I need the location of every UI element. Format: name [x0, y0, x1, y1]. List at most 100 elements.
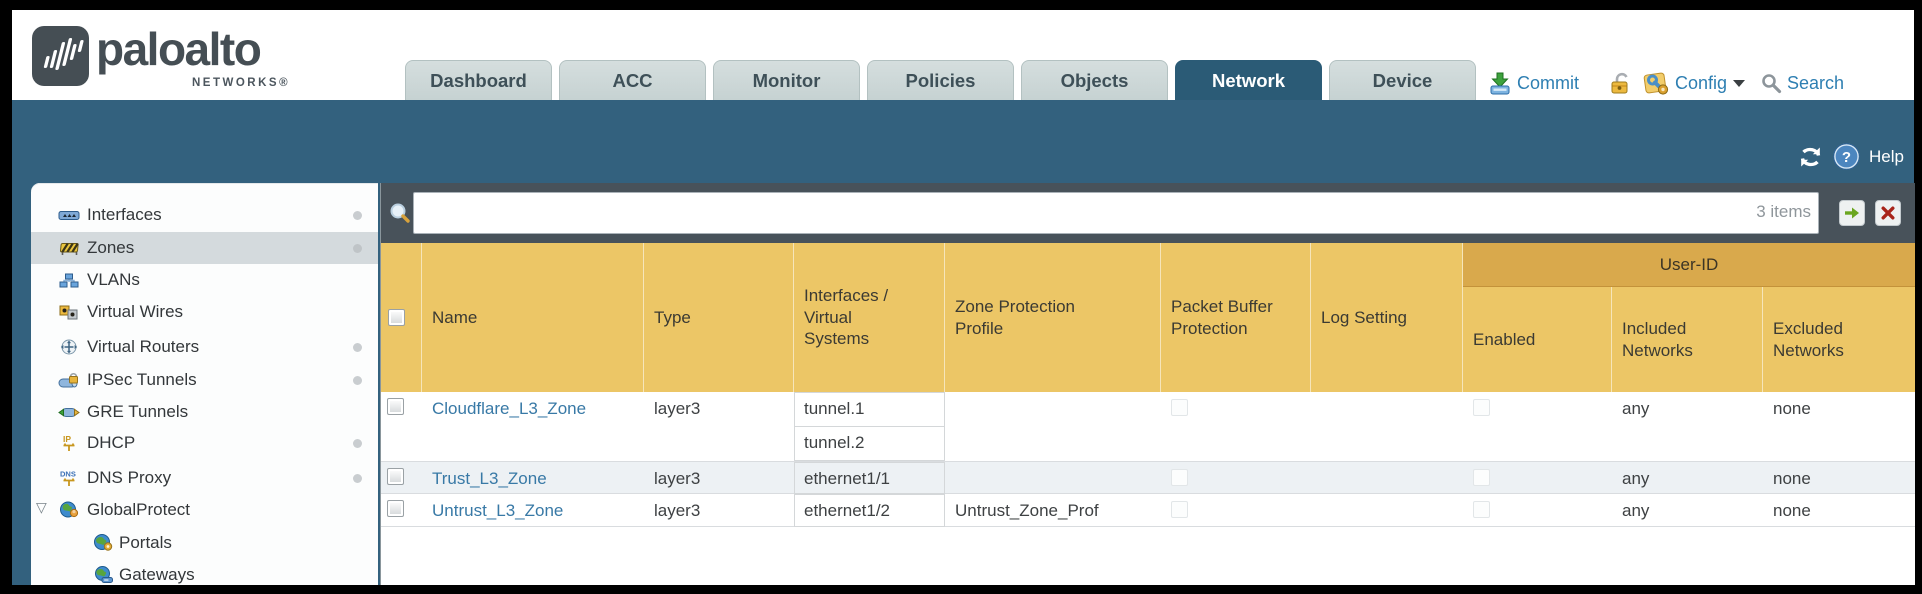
interface-cell: ethernet1/2	[794, 494, 945, 527]
sidebar-item-dns-proxy[interactable]: DNS DNS Proxy	[31, 462, 378, 494]
apply-filter-button[interactable]	[1839, 200, 1865, 226]
sidebar-item-interfaces[interactable]: Interfaces	[31, 199, 378, 231]
zones-content: 3 items Name Type Interfaces / Virtual S…	[380, 183, 1915, 585]
status-dot	[353, 439, 362, 448]
sidebar-item-dhcp[interactable]: IP DHCP	[31, 427, 378, 459]
column-header-name[interactable]: Name	[422, 243, 644, 392]
user-id-enabled-checkbox[interactable]	[1473, 469, 1490, 486]
config-link[interactable]: Config	[1675, 72, 1728, 93]
column-header-excluded-networks[interactable]: Excluded Networks	[1773, 319, 1844, 360]
column-header-zone-protection-profile[interactable]: Zone Protection Profile	[945, 243, 1161, 392]
sidebar-item-portals[interactable]: Portals	[31, 527, 378, 559]
commit-link[interactable]: Commit	[1517, 72, 1579, 93]
row-checkbox[interactable]	[387, 398, 404, 415]
row-checkbox[interactable]	[387, 468, 404, 485]
column-header-interfaces[interactable]: Interfaces / Virtual Systems	[794, 243, 945, 392]
logo-networks-text: NETWORKS®	[192, 77, 291, 89]
tab-objects[interactable]: Objects	[1021, 60, 1168, 100]
zone-name-link[interactable]: Cloudflare_L3_Zone	[432, 399, 587, 418]
zone-name-link[interactable]: Trust_L3_Zone	[432, 469, 547, 488]
column-header-type[interactable]: Type	[644, 243, 794, 392]
status-dot	[353, 376, 362, 385]
excluded-networks: none	[1773, 501, 1811, 520]
table-row[interactable]: Cloudflare_L3_Zone layer3 tunnel.1 tunne…	[381, 392, 1915, 462]
user-id-enabled-checkbox[interactable]	[1473, 501, 1490, 518]
tab-acc[interactable]: ACC	[559, 60, 706, 100]
user-id-enabled-checkbox[interactable]	[1473, 399, 1490, 416]
filter-input[interactable]	[413, 192, 1819, 234]
expand-arrow-icon[interactable]: ▽	[36, 499, 47, 515]
sidebar-item-zones[interactable]: Zones	[31, 232, 378, 264]
user-id-enabled-cell	[1463, 501, 1490, 518]
packet-buffer-checkbox[interactable]	[1171, 399, 1188, 416]
excluded-networks: none	[1773, 399, 1811, 418]
zone-name-link[interactable]: Untrust_L3_Zone	[432, 501, 564, 520]
sidebar-item-label: GRE Tunnels	[87, 402, 189, 421]
help-link[interactable]: Help	[1869, 146, 1904, 166]
sidebar-item-ipsec-tunnels[interactable]: IPSec Tunnels	[31, 364, 378, 396]
zone-interfaces: ethernet1/2	[794, 494, 945, 527]
filter-search-icon	[389, 202, 411, 229]
status-dot	[353, 343, 362, 352]
search-icon	[1761, 73, 1782, 94]
table-row[interactable]: Untrust_L3_Zone layer3 ethernet1/2 Untru…	[381, 494, 1915, 527]
commit-icon	[1488, 71, 1512, 96]
paloalto-logo-icon	[32, 26, 89, 86]
packet-buffer-checkbox[interactable]	[1171, 469, 1188, 486]
excluded-networks: none	[1773, 469, 1811, 488]
clear-filter-button[interactable]	[1875, 200, 1901, 226]
sidebar-item-virtual-routers[interactable]: Virtual Routers	[31, 331, 378, 363]
config-dropdown-caret-icon[interactable]	[1733, 79, 1746, 87]
packet-buffer-checkbox[interactable]	[1171, 501, 1188, 518]
sidebar-item-globalprotect[interactable]: ▽ GlobalProtect	[31, 494, 378, 526]
column-header-log-setting[interactable]: Log Setting	[1311, 243, 1463, 392]
sidebar-item-virtual-wires[interactable]: Virtual Wires	[31, 296, 378, 328]
sidebar-item-label: Interfaces	[87, 205, 162, 224]
virtual-routers-icon	[57, 339, 81, 355]
filter-toolbar: 3 items	[381, 183, 1915, 243]
tab-device[interactable]: Device	[1329, 60, 1476, 100]
status-dot	[353, 474, 362, 483]
sidebar-item-label: DNS Proxy	[87, 468, 172, 487]
tab-dashboard[interactable]: Dashboard	[405, 60, 552, 100]
sidebar-item-label: DHCP	[87, 433, 136, 452]
search-link[interactable]: Search	[1787, 72, 1845, 93]
sidebar-item-gateways[interactable]: Gateways	[31, 559, 378, 585]
sidebar-item-label: IPSec Tunnels	[87, 370, 197, 389]
sidebar-item-vlans[interactable]: VLANs	[31, 264, 378, 296]
sidebar-item-label: Virtual Wires	[87, 302, 184, 321]
dns-proxy-icon: DNS	[57, 469, 81, 487]
gateways-icon	[91, 566, 115, 584]
ipsec-tunnels-icon	[57, 372, 81, 388]
zone-type: layer3	[654, 469, 701, 488]
packet-buffer-protection-cell	[1161, 399, 1188, 416]
table-row[interactable]: Trust_L3_Zone layer3 ethernet1/1 any non…	[381, 462, 1915, 494]
gre-tunnels-icon	[57, 404, 81, 420]
interfaces-icon	[57, 208, 81, 223]
utility-links: Commit Config	[1488, 66, 1844, 100]
portals-icon	[91, 534, 115, 552]
help-icon[interactable]: ?	[1833, 143, 1860, 170]
packet-buffer-protection-cell	[1161, 469, 1188, 486]
sidebar-item-label: Zones	[87, 238, 135, 257]
sidebar-item-gre-tunnels[interactable]: GRE Tunnels	[31, 396, 378, 428]
lock-icon[interactable]	[1609, 71, 1631, 96]
row-checkbox[interactable]	[387, 500, 404, 517]
top-bar: paloalto NETWORKS® Dashboard ACC Monitor…	[12, 10, 1914, 100]
column-header-enabled[interactable]: Enabled	[1463, 287, 1612, 392]
sidebar-item-label: Virtual Routers	[87, 337, 200, 356]
refresh-icon[interactable]	[1797, 145, 1824, 169]
select-all-checkbox[interactable]	[388, 309, 405, 326]
tab-monitor[interactable]: Monitor	[713, 60, 860, 100]
virtual-wires-icon	[57, 305, 81, 320]
column-header-packet-buffer-protection[interactable]: Packet Buffer Protection	[1161, 243, 1311, 392]
tab-network[interactable]: Network	[1175, 60, 1322, 100]
logo-wordmark: paloalto	[96, 23, 262, 75]
app-window: paloalto NETWORKS® Dashboard ACC Monitor…	[12, 10, 1915, 585]
table-header: Name Type Interfaces / Virtual Systems Z…	[381, 243, 1915, 392]
sidebar-item-label: GlobalProtect	[87, 500, 190, 519]
column-header-included-networks[interactable]: Included Networks	[1612, 287, 1763, 392]
svg-text:DNS: DNS	[60, 470, 76, 479]
tab-policies[interactable]: Policies	[867, 60, 1014, 100]
